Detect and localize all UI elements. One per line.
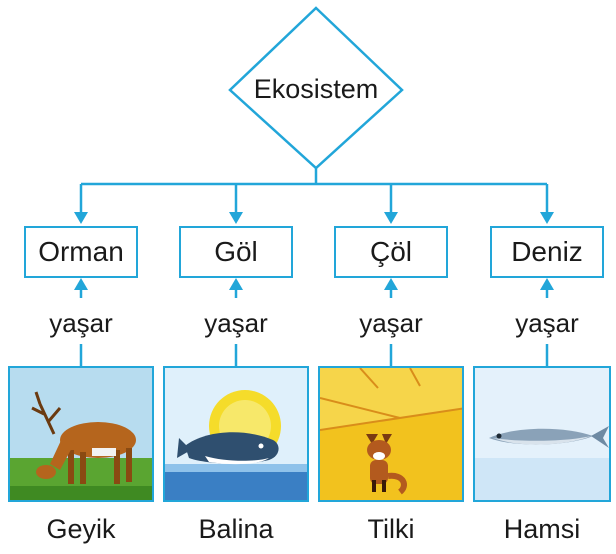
habitat-box-orman: Orman: [24, 226, 138, 278]
deer-icon: [10, 368, 152, 500]
whale-icon: [165, 368, 307, 500]
connectors: [79, 168, 549, 366]
animal-name: Balina: [198, 514, 274, 544]
animal-name: Hamsi: [503, 514, 581, 544]
habitat-box-col: Çöl: [334, 226, 448, 278]
habitat-box-gol: Göl: [179, 226, 293, 278]
root-label: Ekosistem: [253, 74, 379, 104]
habitat-box-deniz: Deniz: [490, 226, 604, 278]
anchovy-picture: [473, 366, 611, 502]
arrowheads: [74, 212, 554, 290]
fox-icon: [320, 368, 462, 500]
whale-picture: [163, 366, 309, 502]
animal-name: Geyik: [46, 514, 116, 544]
deer-picture: [8, 366, 154, 502]
verb-label: yaşar: [515, 308, 579, 338]
verb-label: yaşar: [204, 308, 268, 338]
anchovy-icon: [475, 368, 609, 500]
verb-label: yaşar: [359, 308, 423, 338]
animal-name: Tilki: [367, 514, 415, 544]
fox-picture: [318, 366, 464, 502]
verb-label: yaşar: [49, 308, 113, 338]
